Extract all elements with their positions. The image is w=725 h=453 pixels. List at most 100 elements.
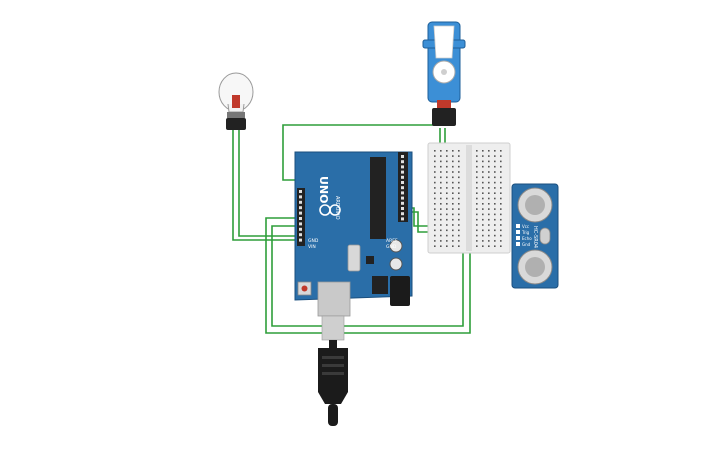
breadboard-hole (494, 187, 496, 189)
wire-bulb-2[interactable] (238, 130, 300, 237)
usb-cable (318, 315, 348, 426)
breadboard-hole (446, 208, 448, 210)
header-pin (299, 227, 302, 231)
breadboard-hole (482, 160, 484, 163)
breadboard-hole (494, 160, 496, 163)
breadboard-hole (482, 197, 484, 200)
breadboard-hole (494, 181, 496, 184)
arduino-uno-board[interactable]: UNO ARDUINO GND VIN AREF GND (294, 151, 413, 317)
breadboard-hole (446, 160, 448, 163)
breadboard-hole (440, 218, 442, 221)
board-model-text: UNO (317, 176, 330, 204)
breadboard-hole (476, 213, 478, 216)
breadboard-hole (482, 155, 484, 157)
breadboard-hole (434, 155, 436, 157)
breadboard-hole (500, 245, 502, 247)
breadboard-hole (446, 150, 448, 152)
sensor-pin-echo: Echo (522, 236, 532, 241)
header-pin (299, 222, 302, 226)
header-pin (299, 200, 302, 204)
breadboard-hole (482, 224, 484, 226)
breadboard-hole (458, 213, 460, 216)
header-pin (401, 207, 404, 210)
breadboard-hole (488, 218, 490, 221)
bulb-filament-icon (232, 95, 240, 108)
servo-motor[interactable] (422, 21, 466, 126)
header-pin (401, 217, 404, 221)
breadboard-hole (500, 192, 502, 194)
wire-servo-signal[interactable] (282, 124, 435, 181)
header-pin (401, 175, 404, 179)
light-bulb[interactable] (218, 72, 254, 130)
breadboard-hole (500, 160, 502, 163)
breadboard-hole (458, 176, 460, 179)
breadboard-hole (482, 245, 484, 247)
breadboard-hole (434, 224, 436, 226)
breadboard-hole (500, 176, 502, 179)
breadboard-hole (482, 171, 484, 173)
breadboard-hole (440, 155, 442, 157)
breadboard-hole (500, 218, 502, 221)
header-pin (401, 160, 404, 164)
breadboard-hole (452, 155, 454, 157)
breadboard-hole (458, 224, 460, 226)
wire-bulb-1[interactable] (232, 130, 300, 241)
breadboard-hole (446, 245, 448, 247)
sensor-name-text: HC-SR04 (532, 226, 538, 248)
breadboard-hole (434, 245, 436, 247)
breadboard-hole (488, 171, 490, 173)
breadboard-hole (500, 240, 502, 242)
breadboard-hole (494, 208, 496, 210)
breadboard-hole (440, 192, 442, 194)
breadboard-hole (500, 197, 502, 200)
breadboard-hole (488, 208, 490, 210)
breadboard-hole (434, 187, 436, 189)
breadboard-hole (434, 234, 436, 237)
breadboard[interactable] (427, 142, 511, 254)
breadboard-hole (452, 171, 454, 173)
header-pin (299, 217, 302, 220)
breadboard-hole (458, 203, 460, 205)
breadboard-hole (488, 160, 490, 163)
breadboard-hole (458, 197, 460, 200)
breadboard-hole (476, 208, 478, 210)
breadboard-hole (440, 213, 442, 216)
breadboard-hole (482, 208, 484, 210)
usb-port (317, 281, 351, 317)
breadboard-hole (482, 234, 484, 237)
pin-label-gnd: GND (308, 238, 319, 244)
breadboard-hole (488, 203, 490, 205)
pin-label-aref: AREF (386, 238, 398, 244)
breadboard-hole (452, 245, 454, 247)
usb-plug (318, 348, 348, 404)
breadboard-hole (440, 245, 442, 247)
breadboard-hole (476, 155, 478, 157)
breadboard-hole (434, 171, 436, 173)
breadboard-hole (452, 203, 454, 205)
breadboard-hole (458, 208, 460, 210)
breadboard-hole (482, 218, 484, 221)
breadboard-hole (452, 150, 454, 152)
ultrasonic-sensor[interactable]: Vcc Trig Echo Gnd HC-SR04 (511, 183, 559, 289)
servo-horn-icon (433, 25, 455, 59)
breadboard-hole (476, 224, 478, 226)
header-pin (401, 196, 404, 200)
breadboard-hole (476, 229, 478, 232)
breadboard-hole (482, 187, 484, 189)
breadboard-hole (452, 197, 454, 200)
breadboard-hole (494, 165, 496, 168)
breadboard-hole (494, 192, 496, 194)
breadboard-hole (446, 176, 448, 179)
breadboard-hole (434, 192, 436, 194)
breadboard-hole (500, 187, 502, 189)
breadboard-hole (500, 181, 502, 184)
breadboard-hole (434, 208, 436, 210)
breadboard-hole (440, 197, 442, 200)
breadboard-hole (440, 165, 442, 168)
breadboard-hole (446, 224, 448, 226)
breadboard-hole (434, 213, 436, 216)
power-jack (390, 276, 410, 306)
breadboard-hole (476, 192, 478, 194)
breadboard-hole (458, 229, 460, 232)
